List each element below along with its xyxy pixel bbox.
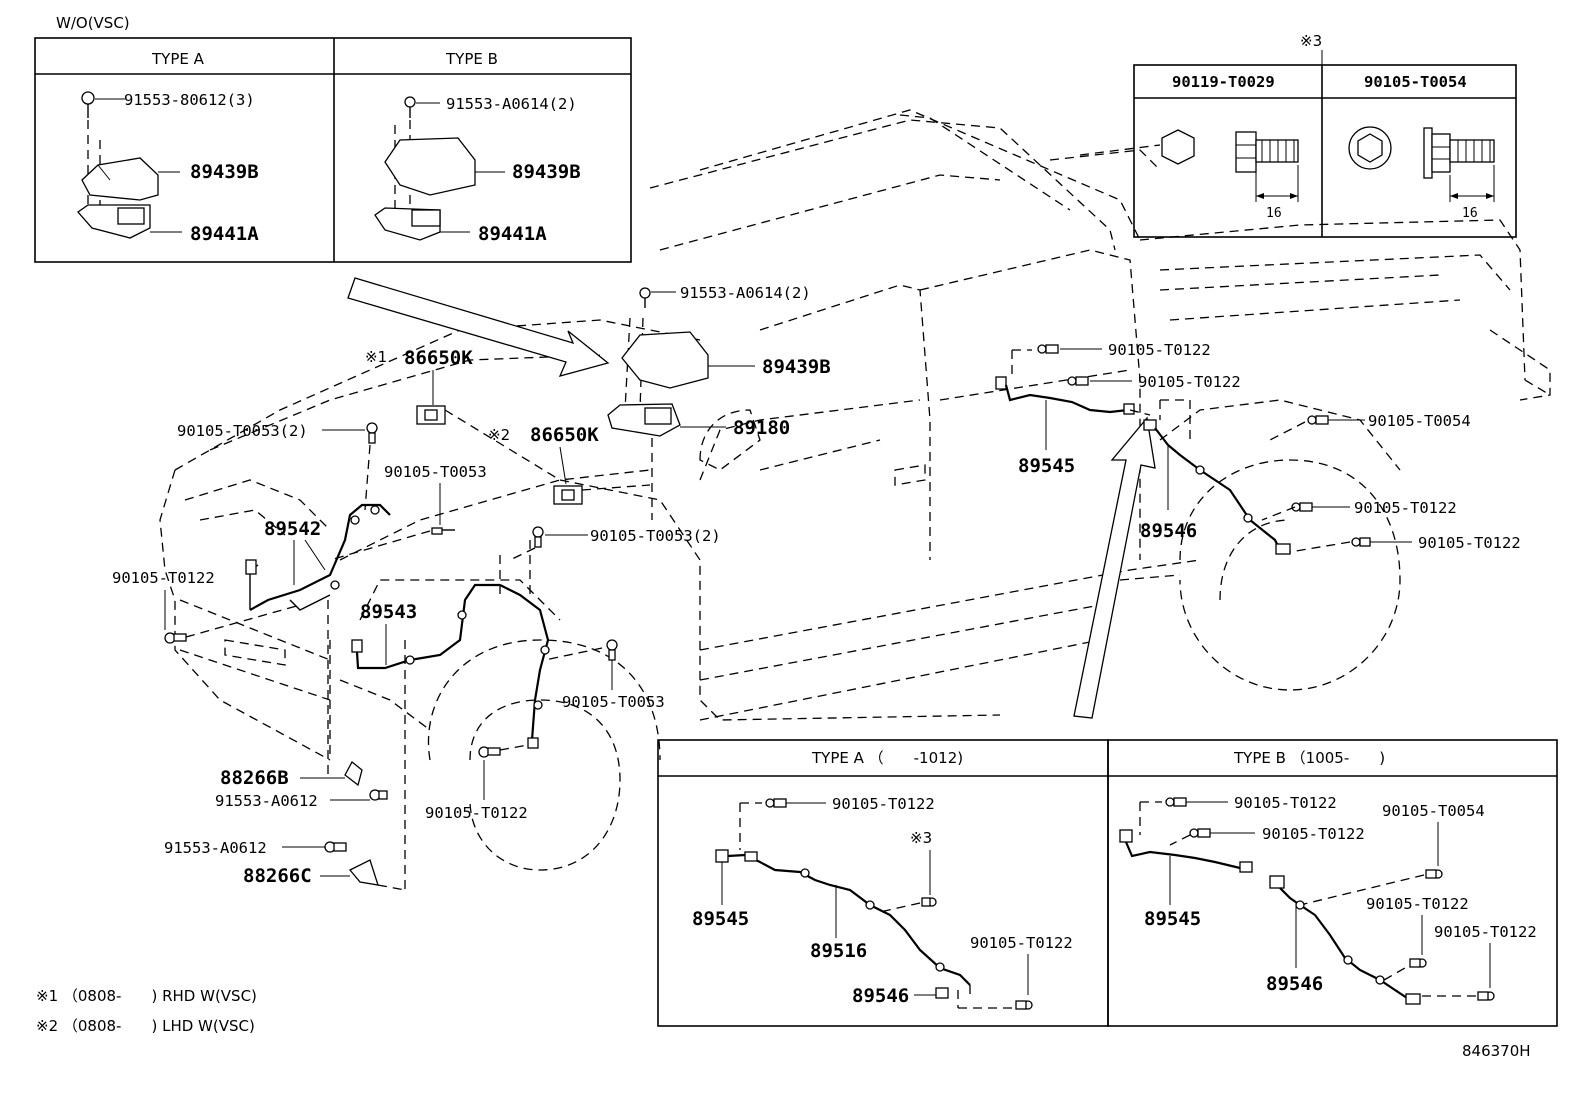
bolt-t0053-b-icon — [544, 639, 618, 690]
note-2: ※2 （0808- ) LHD W(VSC) — [36, 1017, 255, 1035]
rear-bolt3-label: 90105-T0054 — [1368, 412, 1471, 430]
inset-rear-a-wire-89545: 89545 — [692, 908, 749, 930]
bolt-t0053-a-label: 90105-T0053 — [384, 463, 487, 481]
inset-b-bolt-label: 91553-A0614(2) — [446, 95, 577, 113]
flange-hex-head-icon — [1348, 126, 1392, 170]
inset-a-cover-label: 89439B — [190, 161, 259, 183]
direction-arrow-rear — [1073, 416, 1156, 719]
inset-ecu-types: TYPE A TYPE B 91553-80612(3) 89439B 8944… — [34, 37, 632, 263]
rear-bolt2-label: 90105-T0122 — [1138, 373, 1241, 391]
wire-89543-label: 89543 — [360, 601, 417, 623]
inset-rear-a-title: TYPE A （ -1012) — [811, 749, 963, 767]
bolt-t0122-front-icon — [164, 590, 301, 644]
front-left-wire-harness — [245, 503, 391, 611]
bolt-t0122-fender-icon — [478, 744, 529, 800]
bolt-side-view-2 — [1423, 127, 1495, 202]
inset-bolt-col1-title: 90119-T0029 — [1172, 73, 1275, 91]
inset-bolt-mark: ※3 — [1300, 32, 1322, 50]
rear-wire-89545-label: 89545 — [1018, 455, 1075, 477]
ecu-assembly-drawing — [607, 287, 755, 520]
bolt-t0053-a-icon — [329, 483, 455, 561]
sensor1-label: 86650K — [404, 347, 473, 369]
inset-rear-b-wire-89546: 89546 — [1266, 973, 1323, 995]
inset-b-bracket-label: 89441A — [478, 223, 547, 245]
bolt-t0053-b-label: 90105-T0053 — [562, 693, 665, 711]
rear-bolt5-label: 90105-T0122 — [1418, 534, 1521, 552]
bolt-a0612-b-label: 91553-A0612 — [164, 839, 267, 857]
bolt-t0053-2b-icon — [509, 526, 588, 561]
bolt-t0122-fender-label: 90105-T0122 — [425, 804, 528, 822]
inset-a-bolt-label: 91553-80612(3) — [124, 91, 255, 109]
front-fender-wire-harness — [351, 540, 550, 749]
ecu-cover-type-a-drawing — [77, 91, 182, 239]
rear-bolt1-label: 90105-T0122 — [1108, 341, 1211, 359]
bolt-t0053-2a-label: 90105-T0053(2) — [177, 422, 308, 440]
ecu-label: 89180 — [733, 417, 790, 439]
bracket-88266c-label: 88266C — [243, 865, 312, 887]
yaw-sensor-2-drawing — [553, 446, 651, 505]
ecu-cover-label: 89439B — [762, 356, 831, 378]
inset-rear-b-bolt4: 90105-T0122 — [1366, 895, 1469, 913]
hex-head-icon — [1161, 129, 1195, 165]
condition-label: W/O(VSC) — [56, 14, 130, 32]
inset-rear-a-bolt1: 90105-T0122 — [832, 795, 935, 813]
inset-rear-b-title: TYPE B （1005- ) — [1233, 749, 1385, 767]
sensor1-mark: ※1 — [365, 348, 387, 366]
inset-b-cover-label: 89439B — [512, 161, 581, 183]
inset-rear-b-bolt3: 90105-T0054 — [1382, 802, 1485, 820]
rear-wire-harness-drawing — [995, 344, 1412, 555]
inset-rear-a-mark: ※3 — [910, 829, 932, 847]
inset-rear-b-bolt5: 90105-T0122 — [1434, 923, 1537, 941]
inset-rear-b-bolt1: 90105-T0122 — [1234, 794, 1337, 812]
inset-rear-b-wire-89545: 89545 — [1144, 908, 1201, 930]
direction-arrow-ecu — [347, 277, 610, 377]
rear-wire-89546-label: 89546 — [1140, 520, 1197, 542]
inset-rear-b-bolt2: 90105-T0122 — [1262, 825, 1365, 843]
ecu-cover-type-b-drawing — [374, 96, 505, 241]
sensor2-label: 86650K — [530, 424, 599, 446]
bolt-t0053-2b-label: 90105-T0053(2) — [590, 527, 721, 545]
inset-rear-a-wire-89546: 89546 — [852, 985, 909, 1007]
bolt-a0612-a-label: 91553-A0612 — [215, 792, 318, 810]
inset-bolt-types: ※3 90119-T0029 90105-T0054 16 — [1133, 32, 1517, 238]
inset-rear-type-a: TYPE A （ -1012) 90105-T0122 ※3 90105-T01… — [657, 739, 1109, 1027]
front-bracket-drawing — [282, 600, 406, 891]
inset-type-b-title: TYPE B — [445, 50, 498, 68]
sensor2-mark: ※2 — [488, 426, 510, 444]
bracket-88266b-label: 88266B — [220, 767, 289, 789]
inset-a-bracket-label: 89441A — [190, 223, 259, 245]
note-1: ※1 （0808- ) RHD W(VSC) — [36, 987, 257, 1005]
truck-outline — [159, 109, 1551, 871]
wire-89542-label: 89542 — [264, 518, 321, 540]
ecu-bolt-label: 91553-A0614(2) — [680, 284, 811, 302]
inset-bolt-col2-title: 90105-T0054 — [1364, 73, 1467, 91]
bolt-t0122-front-label: 90105-T0122 — [112, 569, 215, 587]
inset-rear-a-wire-89516: 89516 — [810, 940, 867, 962]
bolt-side-view-1 — [1235, 131, 1299, 202]
inset-bolt-col1-dim: 16 — [1266, 206, 1282, 221]
inset-bolt-col2-dim: 16 — [1462, 206, 1478, 221]
figure-id: 846370H — [1462, 1042, 1531, 1060]
inset-type-a-title: TYPE A — [151, 50, 205, 68]
inset-rear-a-bolt2: 90105-T0122 — [970, 934, 1073, 952]
rear-bolt4-label: 90105-T0122 — [1354, 499, 1457, 517]
yaw-sensor-1-drawing — [416, 370, 561, 481]
inset-rear-type-b: TYPE B （1005- ) 90105-T0122 90105-T0122 … — [1107, 739, 1558, 1027]
bolt-t0053-2a-icon — [322, 422, 378, 511]
